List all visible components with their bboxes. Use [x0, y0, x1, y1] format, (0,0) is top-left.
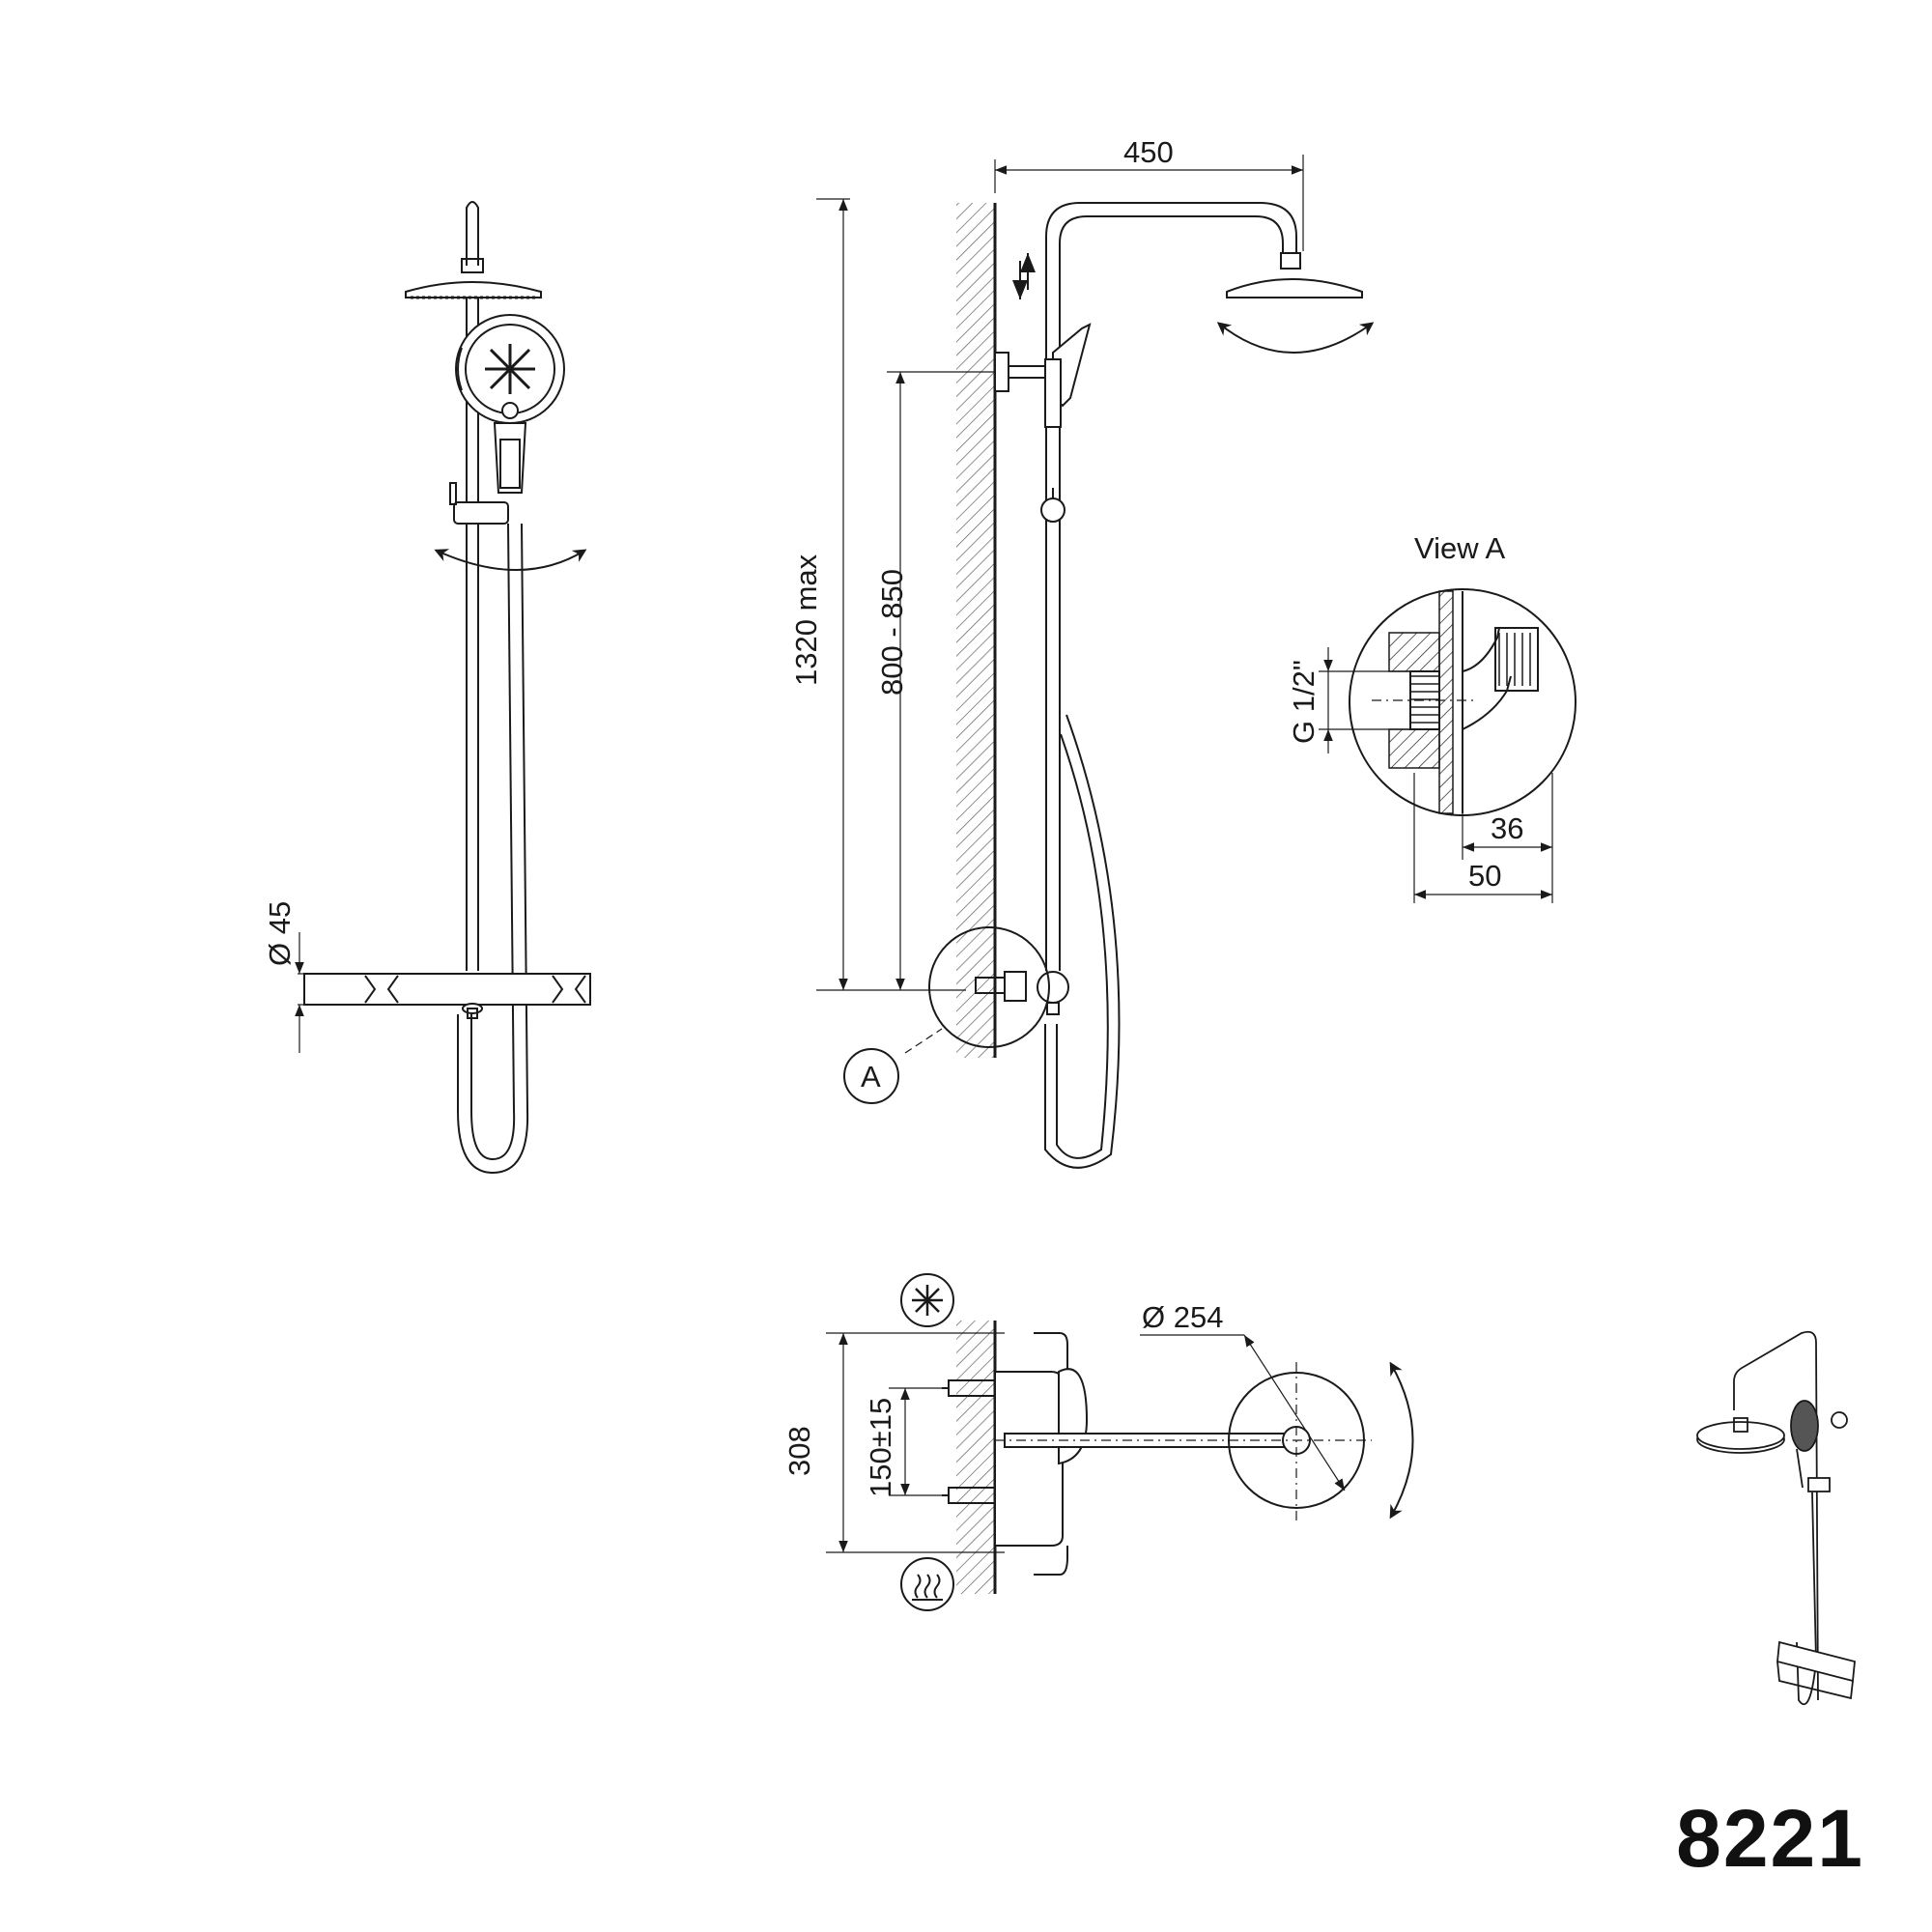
- front-shower-head: [405, 281, 542, 298]
- dim-pipe-diameter: Ø 45: [263, 901, 297, 966]
- dim-depth-36: 36: [1491, 811, 1523, 845]
- detail-callout-label: A: [861, 1060, 881, 1094]
- dim-outlet-height: 800 - 850: [875, 569, 909, 696]
- head-connector: [461, 258, 484, 273]
- detail-circle: [928, 926, 1050, 1048]
- cold-water-icon: [900, 1273, 954, 1327]
- dim-height-max: 1320 max: [789, 554, 823, 686]
- view-a-title: View A: [1414, 531, 1506, 565]
- detail-callout-bubble: [843, 1048, 899, 1104]
- thermostat-bar: [303, 973, 591, 1006]
- rotation-arrow-icon: [434, 549, 587, 571]
- front-view: Ø 45: [263, 201, 591, 1175]
- front-riser-top: [466, 201, 479, 266]
- hot-water-icon: [900, 1557, 954, 1611]
- hand-shower: [455, 314, 565, 494]
- top-rotation-arrow-icon: [1389, 1361, 1414, 1520]
- top-view: Ø 254 308 150±15: [782, 1273, 1414, 1611]
- head-swivel-arrow: [1216, 322, 1375, 354]
- wall-hatch: [956, 203, 995, 1058]
- dim-outlet-spacing: 150±15: [864, 1398, 897, 1497]
- spray-pattern-icon: [485, 344, 535, 394]
- side-shower-head: [1226, 278, 1363, 298]
- view-a-detail: View A G 1/2" 36: [1287, 531, 1577, 903]
- slider-bracket: [453, 501, 509, 525]
- dim-arm-width: 450: [1123, 135, 1174, 169]
- isometric-thumbnail: [1696, 1330, 1856, 1706]
- side-view: 450 A 13: [789, 135, 1375, 1169]
- dim-head-diameter: Ø 254: [1142, 1300, 1223, 1334]
- adjust-height-icon: [1012, 253, 1036, 299]
- dim-depth-total: 308: [782, 1426, 816, 1476]
- dim-depth-50: 50: [1468, 859, 1501, 893]
- model-number: 8221: [1676, 1793, 1864, 1884]
- dim-thread: G 1/2": [1287, 660, 1321, 744]
